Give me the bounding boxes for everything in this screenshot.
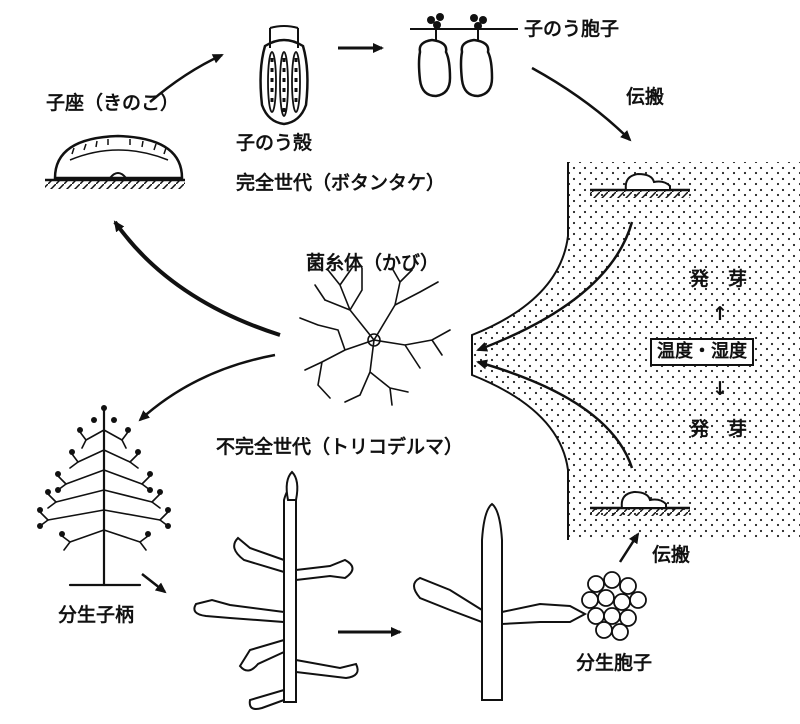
arrow-mycelium-to-conidiophore — [138, 353, 276, 422]
dispersal-top-label: 伝搬 — [626, 86, 665, 108]
temp-humidity-box: 温度・湿度 — [650, 338, 754, 366]
germination-top-label: 発 芽 — [690, 268, 748, 290]
stroma-label: 子座（きのこ） — [46, 92, 180, 114]
imperfect-stage-label: 不完全世代（トリコデルマ） — [216, 436, 464, 458]
phialide-illustration — [413, 502, 588, 701]
conidium-label: 分生胞子 — [576, 652, 653, 674]
conidium-cluster-illustration — [581, 571, 647, 641]
perfect-stage-label: 完全世代（ボタンタケ） — [236, 172, 446, 194]
hyphae-illustration — [193, 470, 359, 710]
arrow-stroma-to-ascus — [149, 53, 224, 103]
conidiophore-label: 分生子柄 — [58, 604, 135, 626]
arrow-up-symbol: ↑ — [712, 303, 728, 325]
arrow-mycelium-to-stroma — [113, 220, 281, 337]
ascus-illustration — [259, 25, 309, 126]
ascospore-illustration — [410, 13, 518, 98]
stroma-illustration — [45, 134, 185, 189]
ascus-label: 子のう殻 — [236, 132, 313, 154]
ascospore-label: 子のう胞子 — [524, 18, 620, 40]
arrow-down-symbol: ↓ — [712, 378, 728, 400]
arrow-ascospore-to-substrate — [531, 66, 632, 142]
conidiophore-illustration — [37, 405, 171, 587]
dispersal-bottom-label: 伝搬 — [652, 544, 691, 566]
substrate-illustration — [471, 162, 800, 540]
germination-bottom-label: 発 芽 — [690, 418, 748, 440]
arrow-conidiophore-to-hyphae — [141, 573, 167, 594]
mycelium-label: 菌糸体（かび） — [306, 252, 440, 274]
mycelium-illustration — [299, 267, 451, 406]
